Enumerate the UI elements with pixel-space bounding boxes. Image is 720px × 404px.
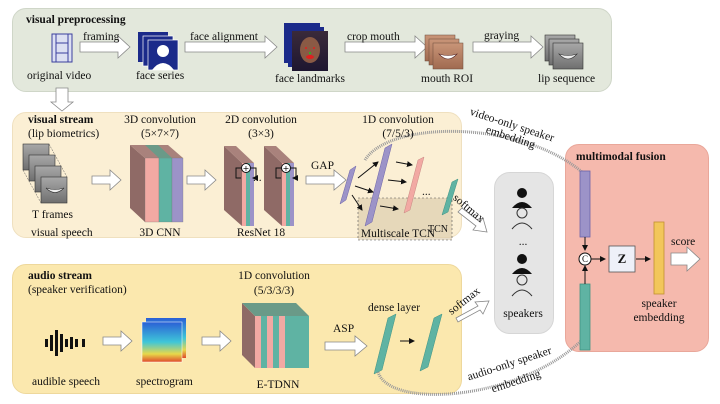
step-label-mouth-roi: mouth ROI [421, 73, 474, 85]
fusion-graphics [578, 170, 701, 351]
arrow-softmax-audio [455, 300, 490, 323]
arrow-face-alignment [184, 35, 278, 59]
audio-embedding-curve [376, 338, 584, 396]
t-frames-label: T frames [32, 209, 73, 221]
audio-conv1d-kernel: (5/3/3/3) [253, 285, 295, 297]
arrow-score [670, 246, 701, 272]
fusion-title: multimodal fusion [576, 151, 666, 163]
arrow-label-graying: graying [484, 30, 520, 42]
tcn-bars [339, 143, 459, 227]
concat-symbol: C [581, 254, 588, 264]
speaker-icons [511, 188, 533, 297]
tcn-ellipsis: ... [422, 186, 431, 198]
conv1d-title: 1D convolution [362, 114, 434, 126]
score-label: score [671, 236, 696, 248]
visual-stream-title: visual stream [28, 114, 94, 126]
arrow-to-spectrogram [102, 330, 133, 352]
waveform-icon [45, 330, 85, 356]
tcn-label: TCN [428, 224, 448, 235]
arrow-label-crop-mouth: crop mouth [347, 31, 400, 43]
arrow-to-3d-cnn [91, 169, 122, 191]
mouth-roi-image [424, 34, 464, 70]
video-embedding-curve [363, 129, 583, 174]
audio-stream-title: audio stream [28, 270, 92, 282]
3d-cnn-block [130, 145, 184, 223]
speaker-embedding-label-1: speaker [641, 298, 677, 310]
conv2d-name: ResNet 18 [236, 227, 286, 239]
arrow-label-framing: framing [83, 31, 120, 43]
arrow-down-to-visual-stream [49, 87, 75, 112]
step-label-original-video: original video [27, 70, 92, 82]
audio-conv1d-title: 1D convolution [238, 270, 310, 282]
etdnn-label: E-TDNN [256, 379, 300, 391]
arrow-graying [472, 35, 544, 59]
visual-speech-label: visual speech [31, 227, 93, 239]
conv2d-kernel: (3×3) [248, 128, 274, 140]
svg-text:+: + [283, 164, 290, 173]
resnet-block-1: + [224, 146, 258, 226]
step-label-face-landmarks: face landmarks [275, 73, 345, 85]
face-series-icon [138, 32, 179, 71]
dense-layer-bars [373, 313, 443, 375]
audible-speech-label: audible speech [32, 376, 101, 388]
speakers-label: speakers [503, 308, 543, 320]
conv2d-title: 2D convolution [225, 114, 297, 126]
lip-sequence-image [544, 34, 584, 70]
film-strip-icon [51, 33, 73, 63]
spectrogram-image [141, 318, 186, 363]
preprocessing-title: visual preprocessing [26, 14, 126, 26]
resnet-ellipsis: ... [253, 172, 262, 184]
conv1d-kernel: (7/5/3) [382, 128, 414, 140]
gap-label: GAP [311, 160, 335, 172]
multiscale-tcn-label: Multiscale TCN [360, 228, 436, 240]
svg-text:+: + [243, 164, 250, 173]
arrow-crop-mouth [344, 35, 428, 59]
conv3d-name: 3D CNN [139, 227, 181, 239]
asp-label: ASP [333, 323, 355, 335]
spectrogram-label: spectrogram [136, 376, 193, 388]
conv3d-title: 3D convolution [124, 114, 196, 126]
z-label: Z [617, 251, 627, 266]
step-label-lip-sequence: lip sequence [538, 73, 596, 85]
etdnn-block [242, 303, 309, 368]
visual-stream-subtitle: (lip biometrics) [28, 128, 100, 140]
arrow-gap [305, 169, 347, 191]
speakers-ellipsis: ... [518, 236, 528, 248]
step-label-face-series: face series [136, 70, 185, 82]
speaker-embedding-label-2: embedding [633, 312, 685, 324]
t-frames-image [22, 143, 68, 204]
audio-stream-subtitle: (speaker verification) [28, 284, 127, 296]
arrow-softmax-visual [457, 207, 488, 233]
arrow-framing [79, 35, 131, 59]
conv3d-kernel: (5×7×7) [141, 128, 179, 140]
arrow-label-face-alignment: face alignment [190, 31, 259, 43]
arrow-to-resnet [186, 169, 217, 191]
speakers-panel [494, 172, 554, 334]
dense-layer-label: dense layer [368, 302, 421, 314]
arrow-asp [324, 335, 368, 357]
arrow-to-etdnn [201, 330, 232, 352]
face-landmarks-image [284, 23, 328, 71]
resnet-block-2: + [264, 146, 298, 226]
